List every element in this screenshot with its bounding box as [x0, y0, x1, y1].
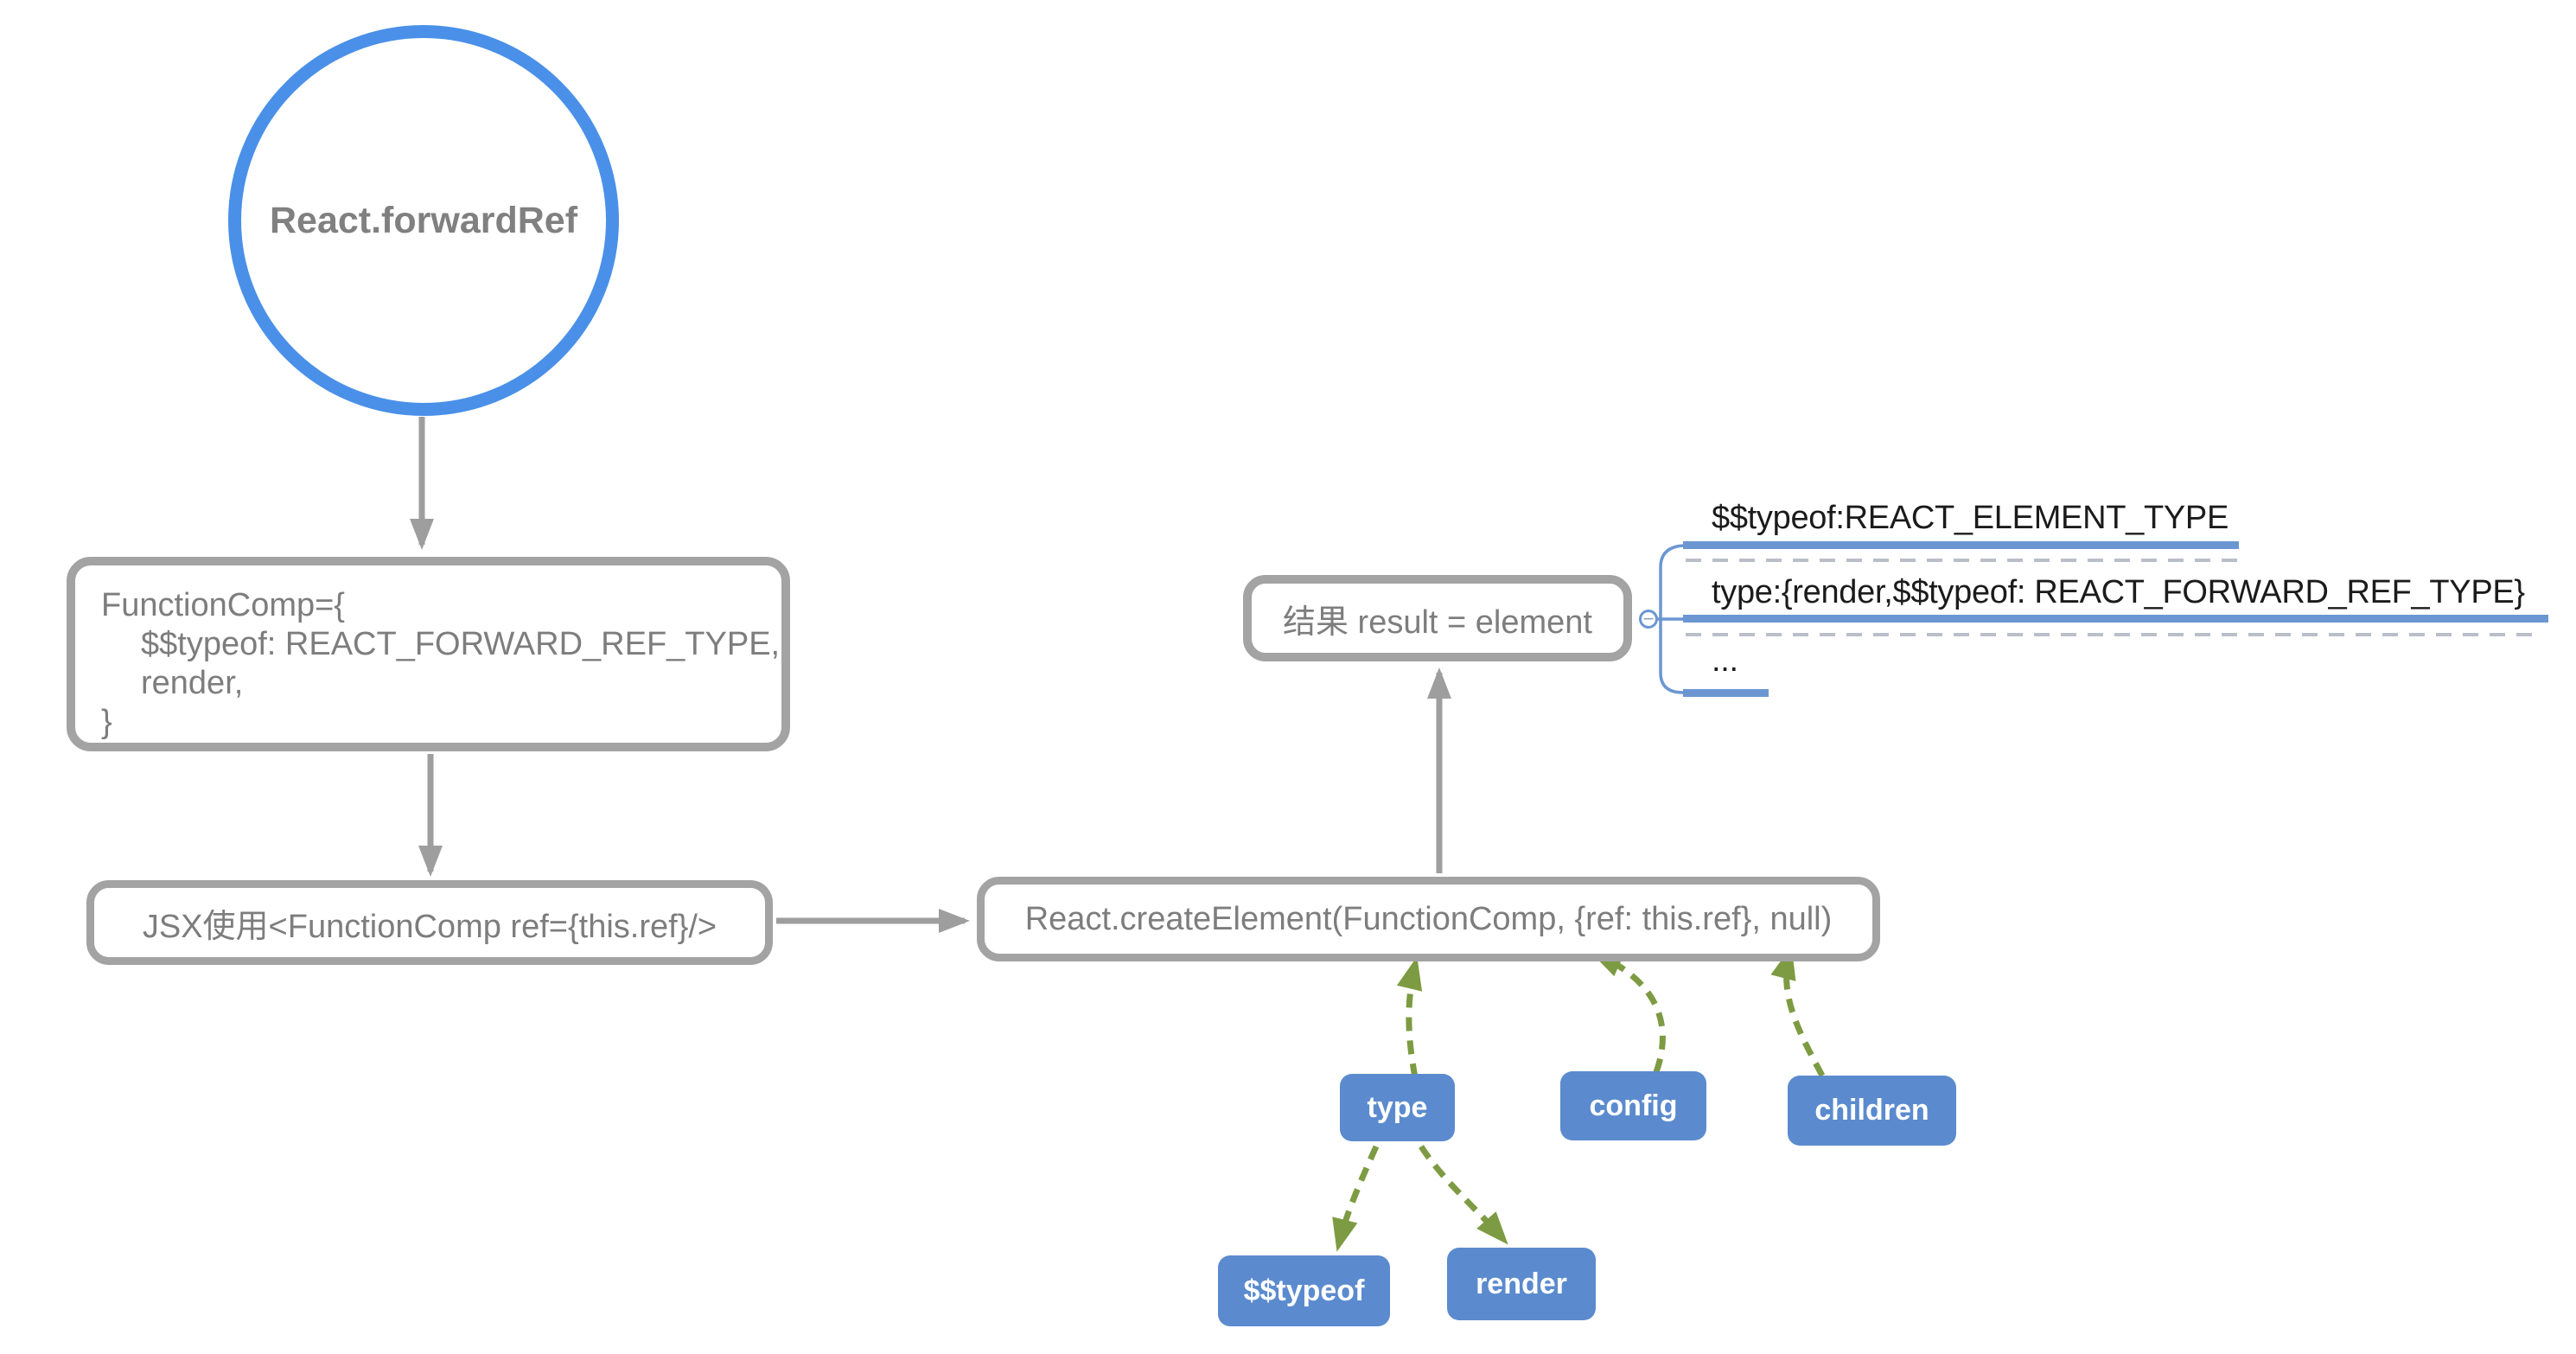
dashed-arrow-children-to-createelement	[1770, 946, 1826, 1077]
code-line-4: }	[101, 704, 112, 740]
badge-render-label: render	[1476, 1267, 1567, 1300]
root-node-react-forwardref[interactable]: React.forwardRef	[228, 25, 619, 416]
annotation-item-type-render-forward-ref: type:{render,$$typeof: REACT_FORWARD_REF…	[1712, 574, 2525, 610]
functioncomp-code-block: FunctionComp={ $$typeof: REACT_FORWARD_R…	[75, 565, 780, 742]
node-result[interactable]: 结果 result = element	[1243, 575, 1632, 661]
node-functioncomp-object[interactable]: FunctionComp={ $$typeof: REACT_FORWARD_R…	[67, 557, 790, 751]
badge-children-label: children	[1814, 1094, 1929, 1127]
badge-type-label: type	[1367, 1090, 1428, 1124]
badge-config[interactable]: config	[1560, 1071, 1706, 1140]
dashed-arrow-config-to-createelement	[1589, 950, 1666, 1074]
node-jsx-usage[interactable]: JSX使用<FunctionComp ref={this.ref}/>	[86, 880, 773, 965]
code-line-3: render,	[141, 665, 244, 701]
annotation-item-typeof-element-type: $$typeof:REACT_ELEMENT_TYPE	[1712, 500, 2229, 536]
code-line-1: FunctionComp={	[101, 587, 345, 623]
result-label: 结果 result = element	[1283, 604, 1592, 641]
jsx-usage-label: JSX使用<FunctionComp ref={this.ref}/>	[142, 908, 717, 945]
annotation-underline-3	[1683, 689, 1769, 697]
root-node-label: React.forwardRef	[269, 199, 578, 241]
badge-render[interactable]: render	[1447, 1248, 1596, 1320]
annotation-bracket	[1659, 544, 1684, 694]
annotation-item-ellipsis: ...	[1712, 642, 1738, 679]
badge-typeof[interactable]: $$typeof	[1218, 1255, 1390, 1326]
badge-type[interactable]: type	[1340, 1074, 1455, 1141]
annotation-underline-2	[1683, 615, 2548, 623]
collapse-toggle-minus-icon: −	[1642, 608, 1655, 629]
code-line-2: $$typeof: REACT_FORWARD_REF_TYPE,	[141, 626, 781, 662]
createelement-label: React.createElement(FunctionComp, {ref: …	[1024, 900, 1833, 937]
badge-children[interactable]: children	[1788, 1076, 1956, 1146]
annotation-underline-1	[1683, 541, 2239, 549]
collapse-toggle[interactable]: −	[1639, 610, 1658, 629]
node-createelement[interactable]: React.createElement(FunctionComp, {ref: …	[977, 877, 1880, 961]
dashed-arrow-type-to-createelement	[1396, 956, 1423, 1078]
badge-config-label: config	[1589, 1089, 1678, 1122]
dashed-arrow-type-to-render	[1419, 1145, 1508, 1245]
dashed-arrow-type-to-typeof	[1332, 1145, 1380, 1252]
badge-typeof-label: $$typeof	[1243, 1274, 1365, 1307]
